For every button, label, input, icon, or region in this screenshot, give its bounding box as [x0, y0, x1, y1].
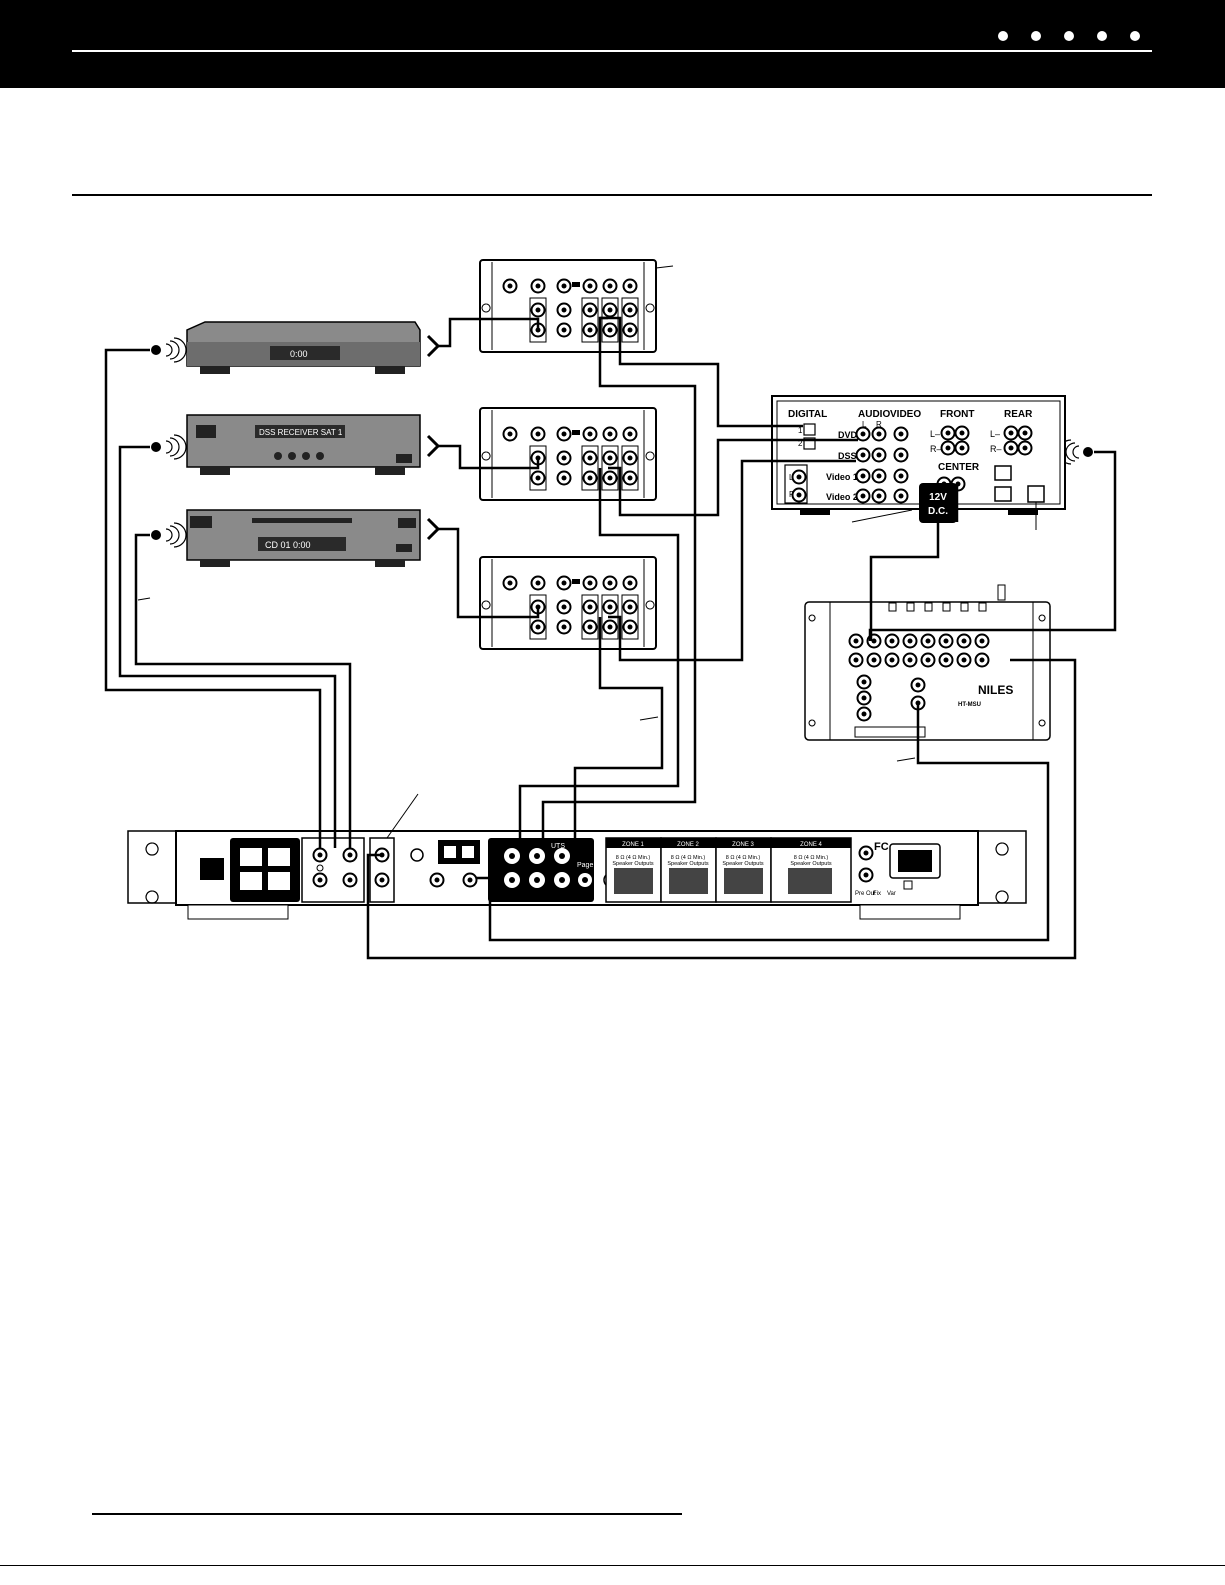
input-video1: Video 1: [826, 472, 858, 482]
var-label: Var: [887, 891, 896, 897]
cd-player: CD 01 0:00: [186, 509, 441, 567]
page-label: Page: [577, 862, 593, 869]
zone-4-caption: 8 Ω (4 Ω Min.): [794, 855, 829, 861]
zone-1-caption2: Speaker Outputs: [612, 861, 654, 867]
dvd-player: 0:00: [186, 321, 441, 374]
rear-label: REAR: [1004, 409, 1033, 420]
zone-2-caption: 8 Ω (4 Ω Min.): [671, 855, 706, 861]
power-supply-line2: D.C.: [928, 506, 948, 517]
digital-1-label: 1: [798, 426, 803, 435]
fcc-label: FC: [874, 841, 889, 853]
wall-plate-middle: [480, 408, 656, 500]
wall-plate-bottom: [480, 557, 656, 649]
digital-label: DIGITAL: [788, 409, 827, 420]
leader-lines: [137, 597, 659, 721]
input-dvd: DVD: [838, 430, 858, 440]
page-bottom-rule: [0, 1565, 1225, 1566]
audio-label: AUDIO: [858, 409, 890, 420]
footer-rule: [92, 1513, 682, 1515]
zone-1-caption: 8 Ω (4 Ω Min.): [616, 855, 651, 861]
ir-emitter-bottom: [151, 522, 187, 548]
ir-emitter-tv: [1058, 439, 1093, 465]
wall-plate-top: [480, 260, 656, 352]
fix-label: Fix: [873, 891, 881, 897]
rack-amplifier: UTS Page ZONE 1 8 Ω (4 Ω Min.) Speaker O…: [127, 793, 1027, 920]
ht-msu-brand: NILES: [978, 683, 1013, 697]
header-dot: [1130, 31, 1140, 41]
section-rule: [72, 194, 1152, 196]
zone-4-caption2: Speaker Outputs: [790, 861, 832, 867]
dvd-display: 0:00: [290, 349, 308, 359]
header-dot: [1064, 31, 1074, 41]
ir-emitter-middle: [151, 434, 187, 460]
zone-3-caption2: Speaker Outputs: [722, 861, 764, 867]
dss-display: DSS RECEIVER SAT 1: [259, 428, 343, 437]
center-label: CENTER: [938, 462, 980, 473]
front-label: FRONT: [940, 409, 974, 420]
power-supply-line1: 12V: [929, 492, 947, 503]
audio-r-label: R: [876, 420, 882, 429]
rear-r-label: R–: [990, 444, 1002, 454]
ht-msu-unit: NILES HT-MSU: [804, 584, 1051, 762]
header-band: [0, 0, 1225, 88]
digital-2-label: 2: [798, 439, 803, 448]
rear-l-label: L–: [990, 429, 1000, 439]
audio-l-label: L: [862, 420, 867, 429]
zone-2-label: ZONE 2: [677, 842, 699, 848]
header-rule: [72, 50, 1152, 52]
dss-receiver: DSS RECEIVER SAT 1: [186, 414, 441, 475]
vcr-l-label: L: [789, 473, 794, 482]
front-r-label: R–: [930, 444, 942, 454]
front-l-label: L–: [930, 429, 940, 439]
zone-4-label: ZONE 4: [800, 842, 822, 848]
zone-3-label: ZONE 3: [732, 842, 754, 848]
ht-msu-model: HT-MSU: [958, 702, 981, 708]
zone-2-caption2: Speaker Outputs: [667, 861, 709, 867]
power-supply-12v: 12V D.C.: [851, 483, 957, 523]
cd-display: CD 01 0:00: [265, 540, 311, 550]
header-dot: [998, 31, 1008, 41]
uts-label: UTS: [551, 843, 565, 850]
ir-emitter-top: [151, 337, 187, 363]
video-label: VIDEO: [890, 409, 921, 420]
pre-out-label: Pre Out: [855, 891, 876, 897]
audio-cables: [104, 316, 1117, 960]
header-dot: [1031, 31, 1041, 41]
zone-3-caption: 8 Ω (4 Ω Min.): [726, 855, 761, 861]
tv-receiver-back-panel: DIGITAL AUDIO VIDEO FRONT REAR L R 1 2 D…: [771, 395, 1066, 530]
zone-1-label: ZONE 1: [622, 842, 644, 848]
input-dss: DSS: [838, 451, 857, 461]
header-dot: [1097, 31, 1107, 41]
input-video2: Video 2: [826, 492, 858, 502]
